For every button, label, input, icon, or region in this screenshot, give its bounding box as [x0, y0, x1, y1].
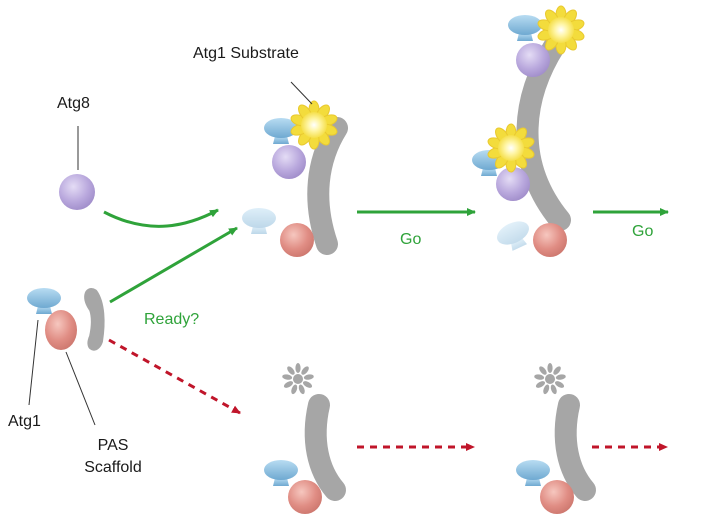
atg8-label: Atg8 [57, 95, 90, 112]
substrate-pointer-line [290, 81, 313, 105]
go-label-1: Go [400, 231, 422, 248]
atg1-protein [264, 460, 298, 486]
atg1-protein [27, 288, 61, 314]
atg1-protein [516, 460, 550, 486]
atg8-protein-lower [496, 167, 530, 201]
go-label-2: Go [632, 223, 654, 240]
atg1-pointer-line [28, 319, 39, 406]
atg1-protein-upper [508, 15, 542, 41]
membrane-seed [84, 288, 105, 351]
stalled-complex-2 [516, 363, 596, 514]
released-atg1-ghost [493, 216, 536, 255]
ready-label: Ready? [144, 311, 200, 328]
pas-scaffold-protein [280, 223, 314, 257]
pas-scaffold-label-line1: PAS [97, 437, 129, 454]
ready-arrow [109, 226, 238, 304]
complex-stage-2 [242, 100, 348, 257]
atg8-protein [272, 145, 306, 179]
substrate-unphosphorylated [533, 363, 567, 395]
pas-scaffold-protein [288, 480, 322, 514]
pas-scaffold-protein [533, 223, 567, 257]
stalled-complex-1 [264, 363, 346, 514]
phagophore-membrane [307, 117, 348, 255]
substrate-unphosphorylated [281, 363, 315, 395]
atg8-protein [59, 174, 95, 210]
not-ready-arrow [108, 338, 241, 415]
pas-scaffold-label-line2: Scaffold [84, 459, 142, 476]
pas-scaffold-protein [45, 310, 77, 350]
pas-scaffold-protein [540, 480, 574, 514]
atg1-label: Atg1 [8, 413, 41, 430]
complex-stage-3 [472, 5, 586, 257]
released-atg1-ghost [242, 208, 276, 234]
atg1-substrate-label: Atg1 Substrate [193, 45, 299, 62]
pas-complex-initial [27, 288, 105, 351]
stalled-membrane [304, 394, 346, 501]
atg8-recruit-arrow [103, 208, 219, 228]
pas-scaffold-pointer-line [65, 351, 96, 426]
atg8-protein-upper [516, 43, 550, 77]
stalled-membrane [554, 394, 596, 501]
